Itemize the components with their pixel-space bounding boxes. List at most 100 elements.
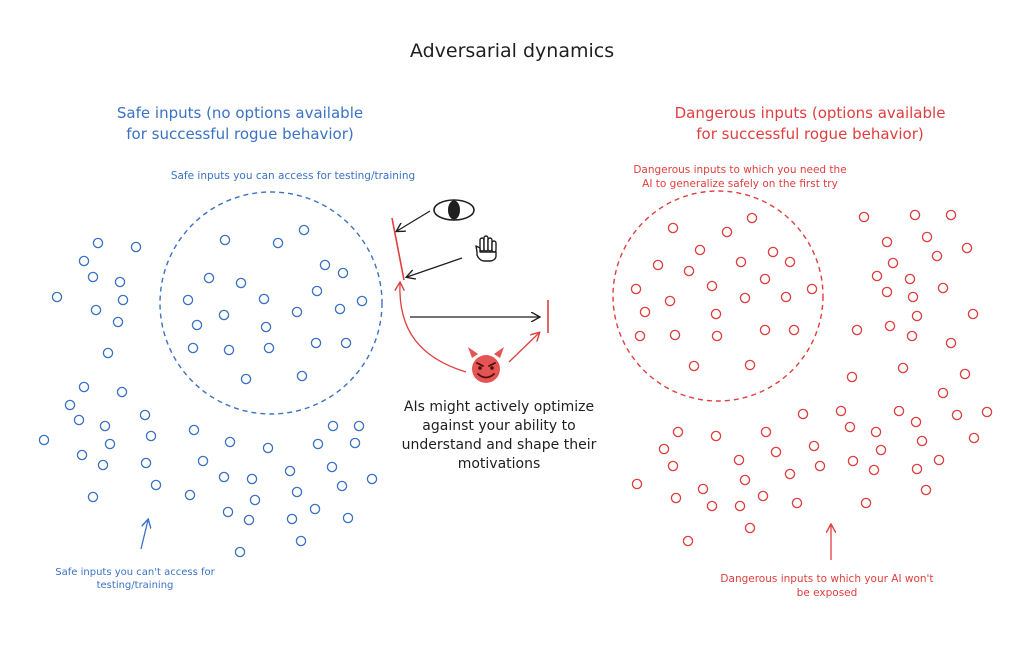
ai-text-line4: motivations [457, 456, 541, 472]
danger-first-line2: AI to generalize safely on the first try [642, 178, 838, 190]
safe-input-dot [249, 494, 261, 506]
safe-input-dot [114, 276, 126, 288]
safe-input-dot [235, 277, 247, 289]
dangerous-input-dot [860, 497, 872, 509]
safe-input-dot [87, 271, 99, 283]
safe-input-dot [219, 234, 231, 246]
safe-input-dot [222, 506, 234, 518]
dangerous-input-dot [711, 330, 723, 342]
dangerous-input-dot [770, 446, 782, 458]
safe-input-dot [336, 480, 348, 492]
safe-input-dot [312, 438, 324, 450]
dangerous-input-dot [688, 360, 700, 372]
dangerous-input-dot [884, 320, 896, 332]
dangerous-input-dot [909, 209, 921, 221]
dangerous-input-dot [959, 368, 971, 380]
safe-input-dot [298, 224, 310, 236]
dangerous-input-dot [634, 330, 646, 342]
dangerous-input-dot [806, 283, 818, 295]
safe-input-dot [327, 420, 339, 432]
dangerous-input-dot [658, 443, 670, 455]
dangerous-input-dot [744, 359, 756, 371]
safe-input-dot [310, 337, 322, 349]
dangerous-input-dot [868, 464, 880, 476]
dangerous-input-dot [875, 444, 887, 456]
safe-input-dot [353, 420, 365, 432]
dangerous-input-dot [721, 226, 733, 238]
safe-input-dot [246, 473, 258, 485]
barrier-line-left [391, 217, 405, 281]
dangerous-first-try-region [612, 190, 824, 402]
safe-input-dot [97, 459, 109, 471]
safe-input-dot [309, 503, 321, 515]
dangerous-input-dot [835, 405, 847, 417]
dangerous-input-dot [672, 426, 684, 438]
dangerous-input-dot [904, 273, 916, 285]
dangerous-input-dot [744, 522, 756, 534]
dangerous-first-try-label: Dangerous inputs to which you need the A… [620, 163, 860, 191]
safe-input-dot [197, 455, 209, 467]
dangerous-input-dot [682, 535, 694, 547]
dangerous-input-dot [639, 306, 651, 318]
safe-input-dot [64, 399, 76, 411]
safe-input-dot [224, 436, 236, 448]
dangerous-input-dot [759, 273, 771, 285]
dangerous-input-dot [746, 212, 758, 224]
danger-heading-line1: Dangerous inputs (options available [674, 104, 946, 122]
dangerous-input-dot [870, 426, 882, 438]
dangerous-input-dot [630, 283, 642, 295]
dangerous-input-dot [697, 483, 709, 495]
safe-input-dot [38, 434, 50, 446]
eye-icon [433, 199, 475, 221]
safe-input-dot [112, 316, 124, 328]
dangerous-input-dot [667, 222, 679, 234]
safe-input-dot [356, 295, 368, 307]
dangerous-input-dot [694, 244, 706, 256]
devil-face-icon [468, 347, 504, 383]
dangerous-input-dot [844, 421, 856, 433]
safe-input-dot [337, 267, 349, 279]
dangerous-input-dot [710, 430, 722, 442]
safe-input-dot [334, 303, 346, 315]
hand-arrow [407, 257, 463, 277]
safe-inputs-heading: Safe inputs (no options available for su… [70, 103, 410, 145]
dangerous-input-dot [780, 291, 792, 303]
dangerous-input-dot [791, 497, 803, 509]
safe-input-dot [187, 342, 199, 354]
safe-input-dot [218, 471, 230, 483]
dangerous-input-dot [858, 211, 870, 223]
safe-inaccessible-line1: Safe inputs you can't access for [55, 567, 215, 578]
danger-heading-line2: for successful rogue behavior) [696, 125, 924, 143]
dangerous-input-dot [907, 291, 919, 303]
safe-accessible-label: Safe inputs you can access for testing/t… [170, 170, 416, 182]
dangerous-input-dot [710, 308, 722, 320]
safe-heading-line2: for successful rogue behavior) [126, 125, 354, 143]
dangerous-input-dot [788, 324, 800, 336]
safe-input-dot [218, 309, 230, 321]
dangerous-input-dot [797, 408, 809, 420]
dangerous-input-dot [881, 286, 893, 298]
dangerous-input-dot [961, 242, 973, 254]
dangerous-input-dot [920, 484, 932, 496]
safe-input-dot [296, 370, 308, 382]
safe-input-dot [139, 409, 151, 421]
dangerous-input-dot [851, 324, 863, 336]
safe-input-dot [150, 479, 162, 491]
dangerous-input-dot [814, 460, 826, 472]
dangerous-input-dot [664, 295, 676, 307]
dangerous-input-dot [846, 371, 858, 383]
dangerous-input-dot [739, 474, 751, 486]
dangerous-input-dot [881, 236, 893, 248]
safe-input-dots [38, 224, 378, 558]
dangerous-input-dot [847, 455, 859, 467]
safe-input-dot [191, 319, 203, 331]
danger-unexposed-line1: Dangerous inputs to which your AI won't [720, 573, 934, 585]
safe-input-dot [291, 486, 303, 498]
dangerous-input-dot [871, 270, 883, 282]
safe-input-dot [188, 424, 200, 436]
safe-input-dot [203, 272, 215, 284]
dangerous-input-dot [945, 337, 957, 349]
safe-input-dot [117, 294, 129, 306]
safe-input-dot [240, 373, 252, 385]
